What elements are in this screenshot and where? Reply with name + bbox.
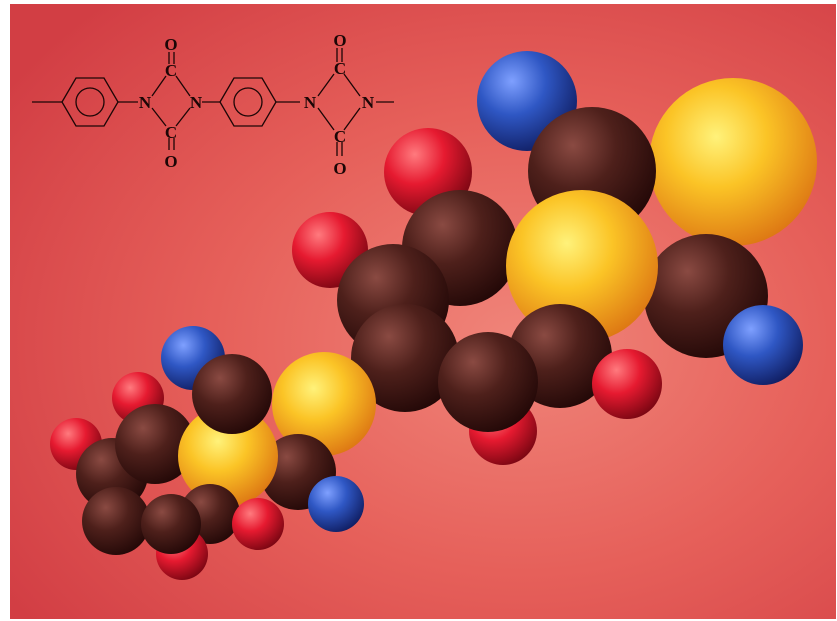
space-filling-model	[50, 51, 817, 580]
benzene-inner-circle-right	[233, 87, 263, 117]
nitrogen-atom	[723, 305, 803, 385]
carbon-atom	[82, 487, 150, 555]
right-ring-nitrogen-2-label: N	[362, 93, 375, 112]
nitrogen-atom	[308, 476, 364, 532]
sulfur-atom	[506, 190, 658, 342]
left-bottom-oxygen-label: O	[164, 152, 177, 171]
left-top-oxygen-label: O	[164, 35, 177, 54]
carbon-atom	[351, 304, 459, 412]
oxygen-atom	[232, 498, 284, 550]
molecule-illustration: O C N N C O O C N N C O	[10, 4, 836, 619]
carbon-atom	[192, 354, 272, 434]
sulfur-atom	[272, 352, 376, 456]
benzene-inner-circle-left	[75, 87, 105, 117]
left-top-carbon-label: C	[165, 61, 177, 80]
right-ring-nitrogen-1-label: N	[304, 93, 317, 112]
structural-formula	[32, 48, 394, 156]
carbon-atom	[141, 494, 201, 554]
carbon-atom	[438, 332, 538, 432]
sulfur-atom	[649, 78, 817, 246]
oxygen-atom	[592, 349, 662, 419]
right-bottom-carbon-label: C	[334, 127, 346, 146]
right-top-carbon-label: C	[334, 59, 346, 78]
right-bottom-oxygen-label: O	[333, 159, 346, 178]
formula-labels: O C N N C O O C N N C O	[139, 31, 375, 178]
left-ring-nitrogen-2-label: N	[190, 93, 203, 112]
carbon-atom	[115, 404, 195, 484]
left-bottom-carbon-label: C	[165, 123, 177, 142]
sulfur-atom	[178, 406, 278, 506]
left-ring-nitrogen-1-label: N	[139, 93, 152, 112]
illustration-frame: O C N N C O O C N N C O	[10, 4, 836, 619]
right-top-oxygen-label: O	[333, 31, 346, 50]
